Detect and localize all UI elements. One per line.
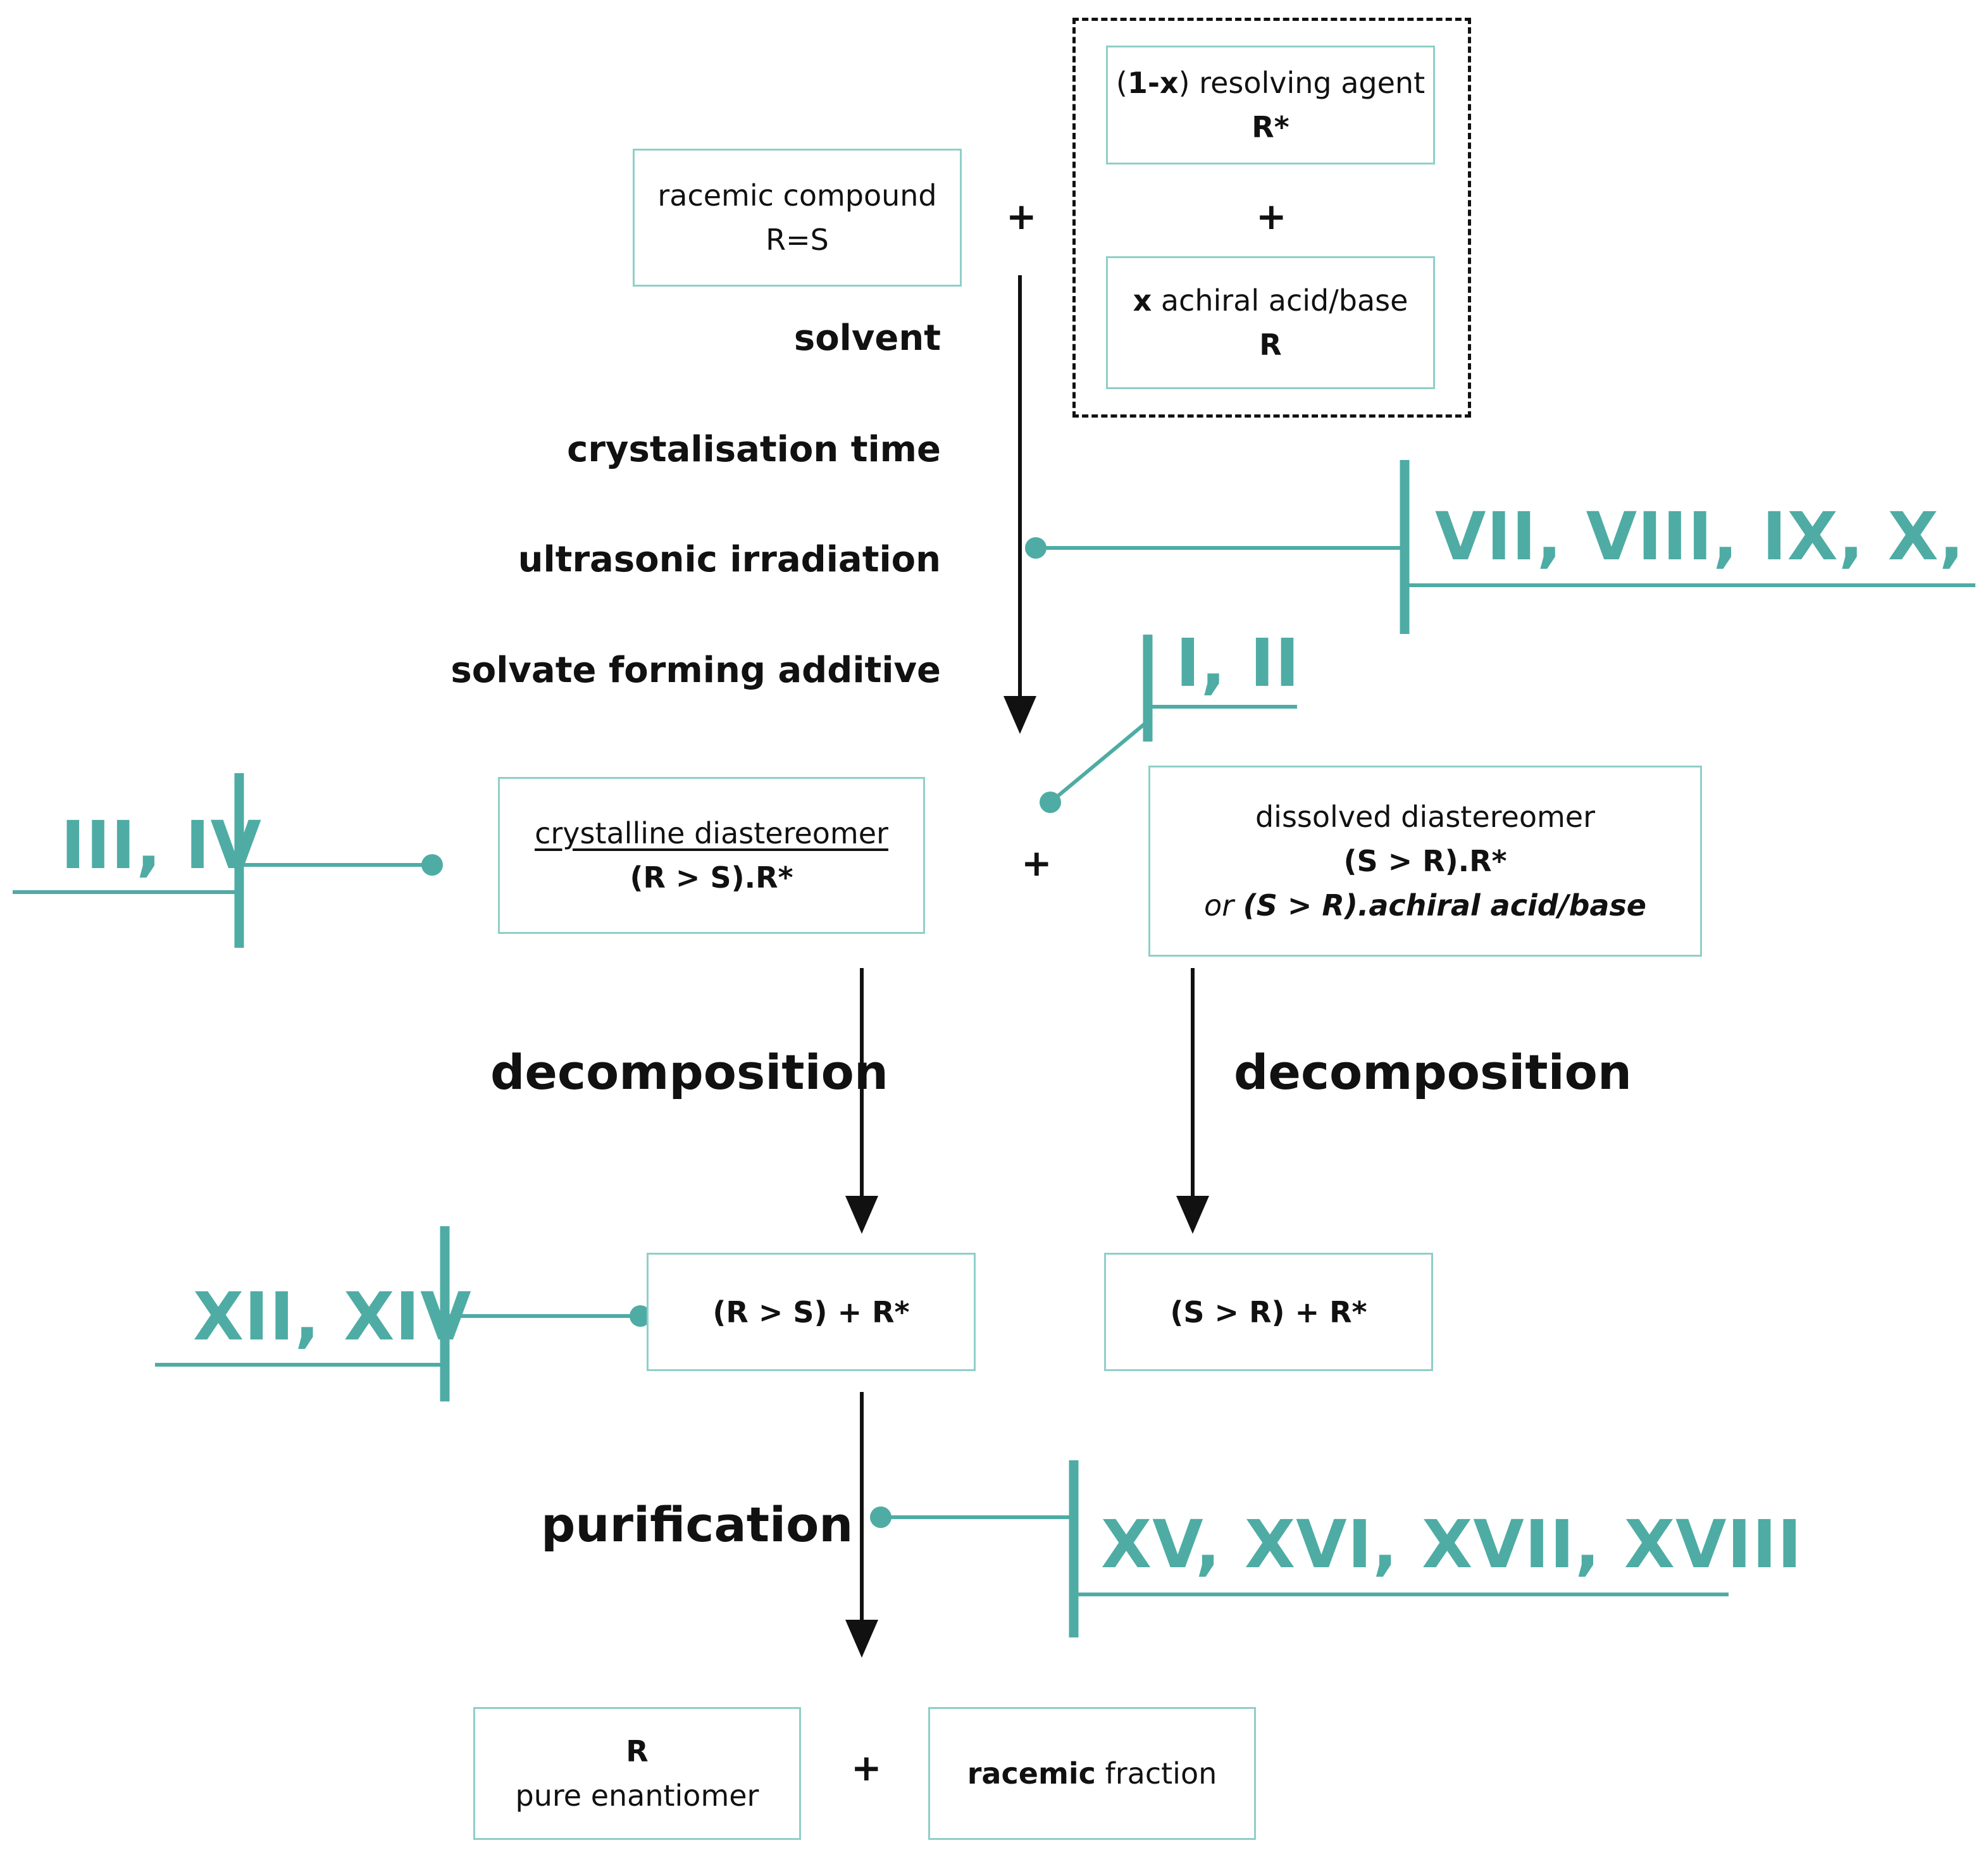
racemic-compound-box: racemic compound R=S xyxy=(633,149,962,287)
purification-ref-dot xyxy=(870,1506,891,1528)
dissolved-decomposed-box: (S > R) + R* xyxy=(1104,1253,1433,1371)
dissolved-decomposition-arrowhead xyxy=(1176,1196,1209,1234)
plus-racemate-agent: + xyxy=(1006,195,1037,238)
ref-ultrasonic: VII, VIII, IX, X, XI xyxy=(1435,498,1988,575)
crystalline-decomposition-arrowhead xyxy=(845,1196,878,1234)
additive-ref-connector xyxy=(1049,719,1149,804)
racemic-fraction-label: racemic fraction xyxy=(967,1756,1217,1791)
racemic-compound-label: racemic compound xyxy=(657,178,937,213)
resolving-agent-label: (1-x) resolving agent xyxy=(1115,66,1426,100)
crystalline-diastereomer-box: crystalline diastereomer (R > S).R* xyxy=(498,777,925,934)
achiral-acid-base-label: x achiral acid/base xyxy=(1133,283,1408,318)
condition-solvent: solvent xyxy=(793,318,941,359)
main-process-arrowhead xyxy=(1003,696,1036,734)
plus-diastereomers: + xyxy=(1021,842,1052,885)
resolving-mixture-group xyxy=(1072,18,1471,418)
condition-solvate-forming-additive: solvate forming additive xyxy=(450,650,941,691)
pure-enantiomer-formula: R xyxy=(626,1734,649,1768)
crystalline-decomposed-box: (R > S) + R* xyxy=(647,1253,976,1371)
ultrasonic-ref-dot xyxy=(1025,537,1047,559)
plus-final-products: + xyxy=(851,1746,882,1789)
additive-ref-dot xyxy=(1040,792,1061,813)
crystalline-diastereomer-label: crystalline diastereomer xyxy=(535,816,888,850)
dissolved-diastereomer-box: dissolved diastereomer (S > R).R* or (S … xyxy=(1148,766,1702,957)
achiral-acid-base-formula: R xyxy=(1259,328,1282,362)
step-purification: purification xyxy=(541,1496,854,1553)
pure-enantiomer-box: R pure enantiomer xyxy=(473,1707,801,1840)
step-decomposition-right: decomposition xyxy=(1234,1044,1632,1100)
ref-decomposed: XII, XIV xyxy=(193,1278,472,1355)
dissolved-diastereomer-label: dissolved diastereomer xyxy=(1255,800,1596,834)
crystalline-ref-dot xyxy=(421,854,443,876)
condition-ultrasonic-irradiation: ultrasonic irradiation xyxy=(518,539,941,580)
ref-purification: XV, XVI, XVII, XVIII xyxy=(1101,1506,1803,1583)
condition-crystallisation-time: crystalisation time xyxy=(567,429,941,470)
crystalline-diastereomer-formula: (R > S).R* xyxy=(630,860,793,895)
resolving-agent-formula: R* xyxy=(1252,110,1289,144)
dissolved-diastereomer-alternative: or (S > R).achiral acid/base xyxy=(1203,888,1647,922)
decomposed-ref-dot xyxy=(630,1305,651,1327)
racemic-fraction-box: racemic fraction xyxy=(928,1707,1256,1840)
resolving-agent-box: (1-x) resolving agent R* xyxy=(1106,46,1435,165)
plus-agent-achiral: + xyxy=(1256,195,1287,238)
dissolved-diastereomer-formula: (S > R).R* xyxy=(1343,844,1507,878)
achiral-acid-base-box: x achiral acid/base R xyxy=(1106,256,1435,389)
racemic-compound-formula: R=S xyxy=(766,223,829,257)
step-decomposition-left: decomposition xyxy=(490,1044,889,1100)
purification-arrowhead xyxy=(845,1620,878,1658)
ref-additive: I, II xyxy=(1176,624,1300,702)
pure-enantiomer-label: pure enantiomer xyxy=(515,1779,759,1813)
ref-crystalline: III, IV xyxy=(61,807,262,884)
